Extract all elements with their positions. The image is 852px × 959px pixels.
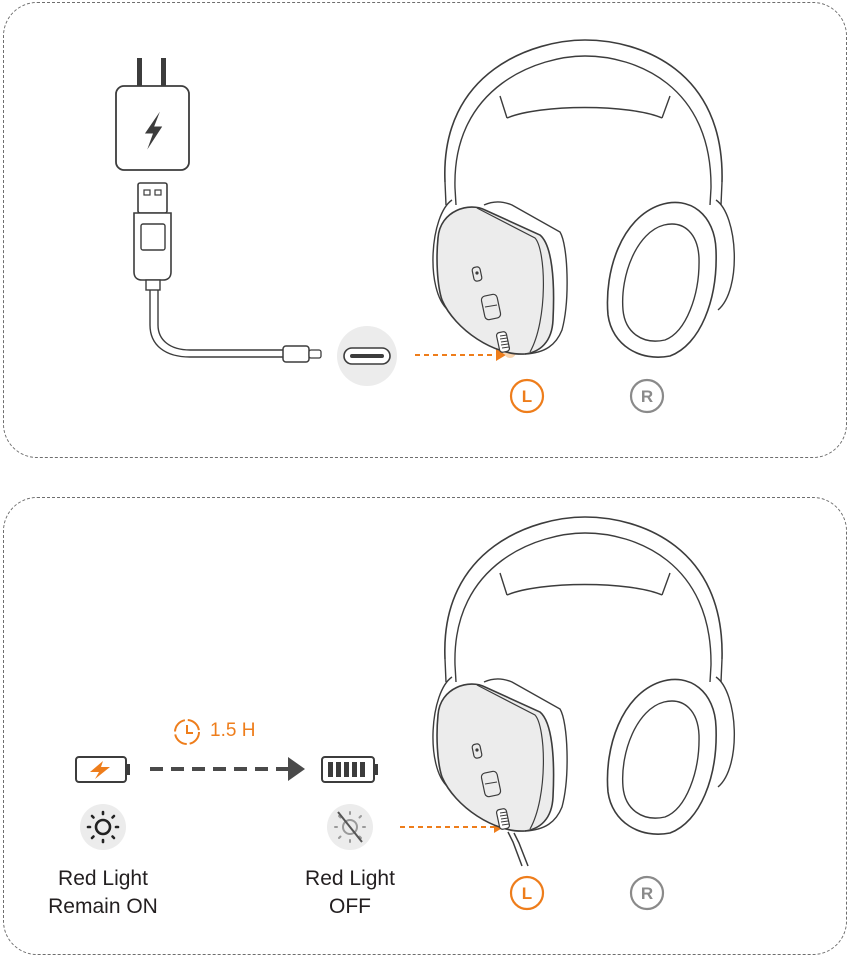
left-ear-badge: L [511,877,543,909]
left-ear-letter: L [522,387,532,406]
right-ear-badge: R [631,380,663,412]
right-ear-letter: R [641,884,653,903]
light-on-icon [80,804,126,850]
usb-c-plug-icon [283,346,321,362]
clock-icon [175,720,199,744]
status-off-line2: OFF [280,893,420,921]
right-ear-badge: R [631,877,663,909]
battery-full-icon [322,757,378,782]
usb-a-plug-icon [134,183,171,290]
charge-time-label: 1.5 H [210,720,255,742]
status-on-line2: Remain ON [33,893,173,921]
headphones-icon [433,517,734,834]
left-ear-letter: L [522,884,532,903]
left-ear-badge: L [511,380,543,412]
right-ear-letter: R [641,387,653,406]
status-on-line1: Red Light [33,865,173,893]
light-off-icon [327,804,373,850]
usb-c-port-icon [337,326,397,386]
power-adapter-icon [116,58,189,170]
status-on-label: Red Light Remain ON [33,865,173,921]
battery-charging-icon [76,757,130,782]
headphones-icon [433,40,734,357]
status-off-line1: Red Light [280,865,420,893]
status-off-label: Red Light OFF [280,865,420,921]
